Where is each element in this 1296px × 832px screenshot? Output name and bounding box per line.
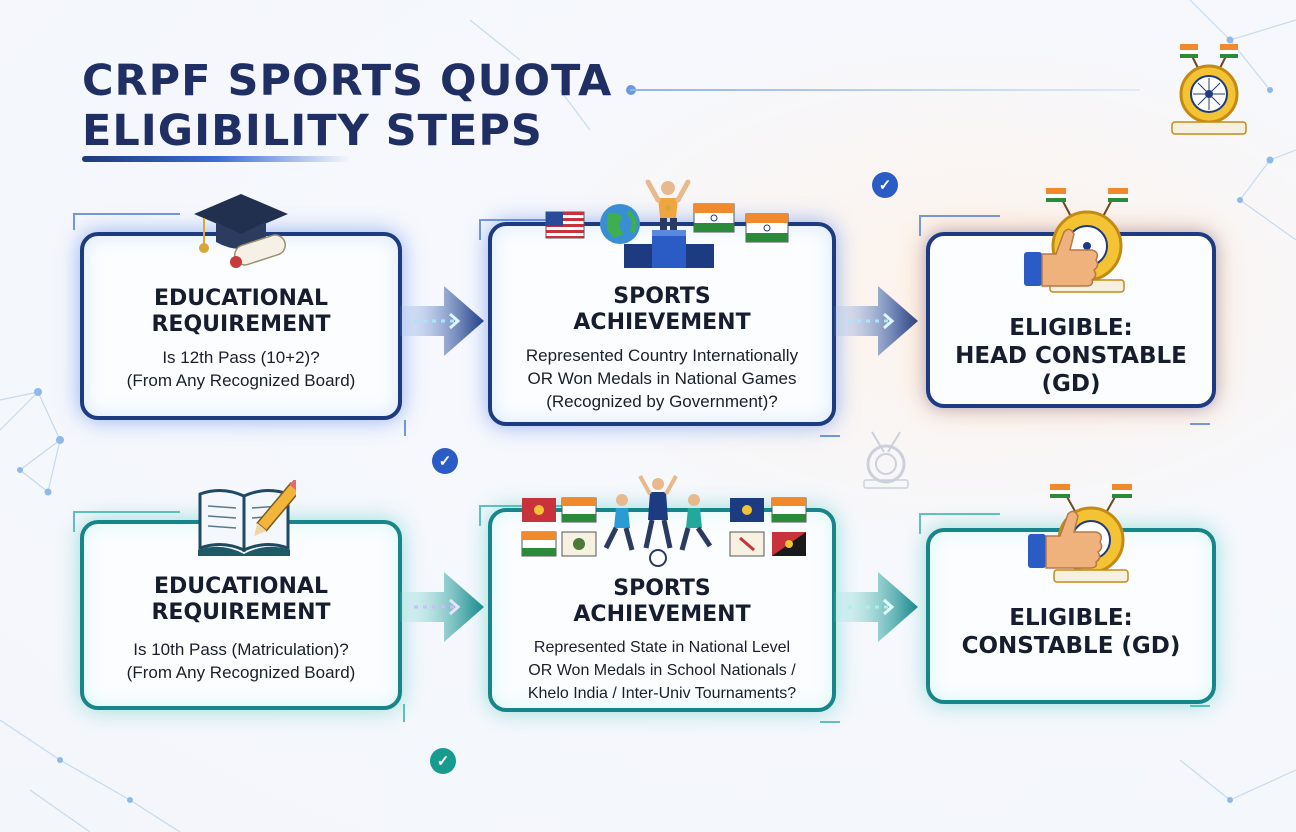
flag-icon — [730, 498, 764, 522]
check-badge-icon: ✓ — [430, 748, 456, 774]
row-1-arrow-2 — [834, 286, 918, 356]
title-underline — [82, 156, 350, 162]
graduation-cap-icon — [194, 194, 288, 268]
check-badge-icon: ✓ — [432, 448, 458, 474]
row-1-sports-desc-2: OR Won Medals in National Games — [527, 369, 797, 388]
crpf-emblem-icon — [1171, 44, 1247, 135]
flag-icon — [561, 497, 597, 523]
row-2-education-card: EDUCATIONAL REQUIREMENT Is 10th Pass (Ma… — [80, 520, 402, 710]
thumbs-up-icon — [1024, 188, 1128, 293]
row-1-education-title-1: EDUCATIONAL — [154, 286, 328, 311]
row-1-sports-desc-3: (Recognized by Government)? — [546, 392, 778, 411]
row-2-sports-desc-1: Represented State in National Level — [533, 639, 791, 656]
open-book-pencil-icon — [198, 480, 296, 556]
flag-icon — [772, 532, 806, 556]
row-1-education-desc-1: Is 12th Pass (10+2)? — [162, 348, 320, 367]
row-1-eligible-line-2: HEAD CONSTABLE — [955, 343, 1187, 369]
row-2-arrow-2 — [834, 572, 918, 642]
podium-athlete-icon — [545, 179, 789, 268]
flag-icon — [521, 531, 557, 557]
row-1-education-title-2: REQUIREMENT — [151, 312, 331, 337]
row-2-eligible-line-2: CONSTABLE (GD) — [961, 633, 1181, 659]
row-2-education-desc-1: Is 10th Pass (Matriculation)? — [133, 640, 349, 659]
page-title: CRPF SPORTS QUOTA ELIGIBILITY STEPS — [82, 56, 612, 156]
row-2-sports-title-1: SPORTS — [613, 576, 711, 601]
title-line-2: ELIGIBILITY STEPS — [82, 106, 543, 156]
flag-icon — [729, 531, 765, 557]
row-1-eligible-line-3: (GD) — [1041, 371, 1101, 397]
row-2-education-title-2: REQUIREMENT — [151, 600, 331, 625]
crpf-emblem-faded-icon — [863, 431, 909, 489]
flag-icon — [771, 497, 807, 523]
row-2-eligible-line-1: ELIGIBLE: — [1009, 605, 1133, 631]
running-athletes-icon — [521, 475, 807, 567]
globe-icon — [600, 204, 640, 244]
title-rule — [630, 89, 1140, 91]
row-1-sports-title-2: ACHIEVEMENT — [573, 310, 751, 335]
title-line-1: CRPF SPORTS QUOTA — [82, 56, 613, 106]
row-2-education-title-1: EDUCATIONAL — [154, 574, 328, 599]
row-2-sports-desc-3: Khelo India / Inter-Univ Tournaments? — [527, 685, 797, 702]
flag-icon — [545, 211, 585, 239]
flag-icon — [561, 531, 597, 557]
check-badge-icon: ✓ — [872, 172, 898, 198]
flag-icon — [693, 203, 735, 233]
thumbs-up-icon — [1028, 484, 1132, 583]
diploma-scroll-icon — [230, 234, 286, 268]
row-2-sports-desc-2: OR Won Medals in School Nationals / — [528, 662, 796, 679]
row-1-arrow-1 — [400, 286, 484, 356]
flag-icon — [522, 498, 556, 522]
row-1-sports-desc-1: Represented Country Internationally — [525, 346, 799, 365]
row-1-education-desc-2: (From Any Recognized Board) — [126, 371, 356, 390]
row-2-arrow-1 — [400, 572, 484, 642]
row-2-sports-title-2: ACHIEVEMENT — [573, 602, 751, 627]
row-2-education-desc-2: (From Any Recognized Board) — [126, 663, 356, 682]
flag-icon — [745, 213, 789, 243]
row-1-education-card: EDUCATIONAL REQUIREMENT Is 12th Pass (10… — [80, 232, 402, 420]
row-1-sports-title-1: SPORTS — [613, 284, 711, 309]
row-1-eligible-line-1: ELIGIBLE: — [1009, 315, 1133, 341]
